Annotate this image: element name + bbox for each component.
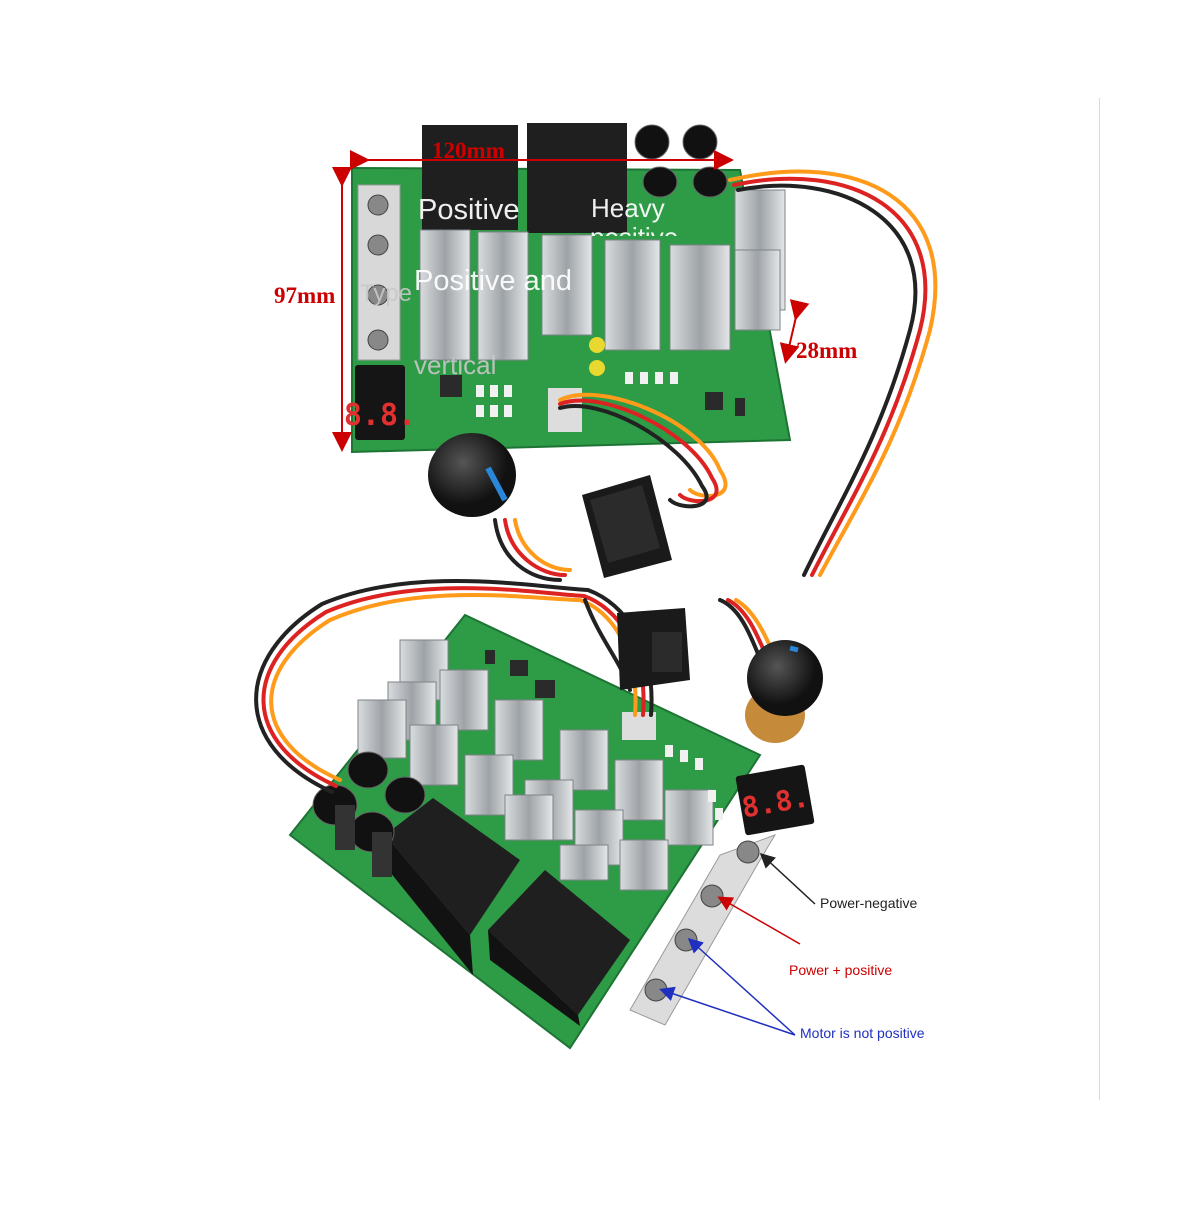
width-dimension-label: 120mm bbox=[432, 138, 505, 163]
caption-vertical: vertical bbox=[414, 350, 497, 380]
caption-type: Type bbox=[360, 280, 413, 307]
bottom-potentiometer bbox=[745, 640, 823, 743]
top-wires bbox=[493, 169, 938, 582]
caption-positive: Positive bbox=[418, 194, 520, 226]
dimension-arrows bbox=[332, 150, 810, 452]
caption-positive-and: Positive and bbox=[414, 265, 572, 297]
depth-dimension-label: 28mm bbox=[796, 338, 858, 363]
caption-heavy: Heavy bbox=[591, 193, 665, 223]
svg-text:8.8.: 8.8. bbox=[344, 398, 416, 433]
bottom-rocker-switch bbox=[617, 608, 690, 690]
bottom-board: 8.8. bbox=[288, 613, 815, 1050]
height-dimension-label: 97mm bbox=[274, 283, 336, 308]
callout-arrows bbox=[659, 852, 816, 1036]
label-power-positive: Power + positive bbox=[789, 962, 893, 978]
top-potentiometer bbox=[428, 433, 516, 517]
top-rocker-switch bbox=[582, 475, 672, 578]
divider-line bbox=[1099, 98, 1100, 1100]
label-power-negative: Power-negative bbox=[820, 895, 918, 911]
top-board: 8.8. bbox=[344, 123, 792, 454]
label-motor: Motor is not positive bbox=[800, 1025, 925, 1041]
caption-positive-cut: positive bbox=[590, 222, 678, 236]
